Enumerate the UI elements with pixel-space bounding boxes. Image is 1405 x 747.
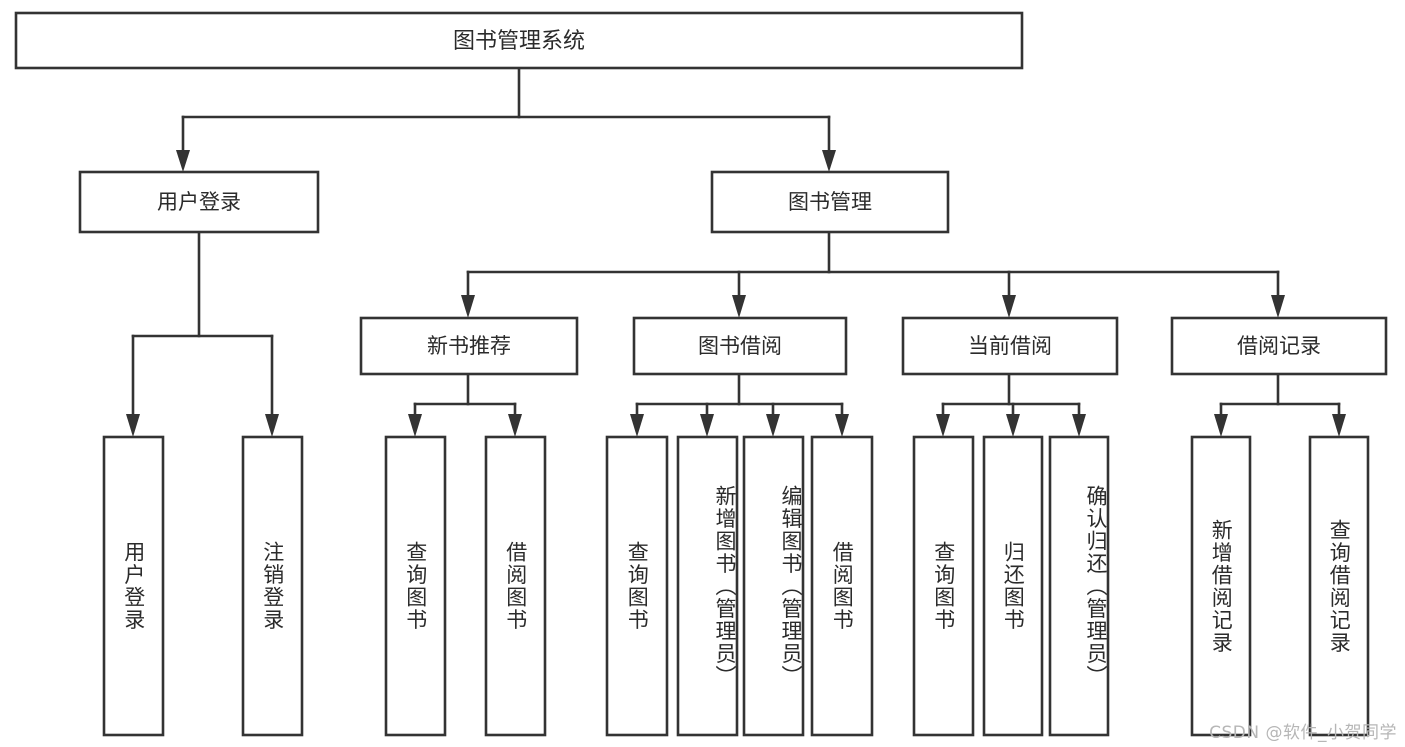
arrow-recommend-leaf-2: [508, 414, 522, 437]
nodes-layer: 图书管理系统 用户登录 图书管理 新书推荐 图书借阅: [14, 11, 1388, 737]
node-user-login[interactable]: 用户登录: [78, 170, 320, 234]
node-book-borrow-box[interactable]: [632, 316, 848, 376]
node-book-management-label: 图书管理: [788, 190, 872, 214]
arrow-to-new-book-recommend: [461, 295, 475, 318]
node-root-box[interactable]: [14, 11, 1024, 70]
arrow-to-current-borrow: [1002, 295, 1016, 318]
node-current-borrow-box[interactable]: [901, 316, 1119, 376]
node-new-book-recommend[interactable]: 新书推荐: [359, 316, 579, 376]
arrow-to-leaf-logout: [265, 414, 279, 437]
leaf-box-recommend-query-book[interactable]: [384, 435, 447, 737]
edges-layer: [126, 66, 1346, 437]
arrow-records-leaf-1: [1214, 414, 1228, 437]
arrow-current-leaf-3: [1072, 414, 1086, 437]
leaf-box-logout[interactable]: [241, 435, 304, 737]
node-borrow-records-box[interactable]: [1170, 316, 1388, 376]
node-current-borrow[interactable]: 当前借阅: [901, 316, 1119, 376]
node-book-management[interactable]: 图书管理: [710, 170, 950, 234]
arrow-to-leaf-user-login: [126, 414, 140, 437]
arrow-borrow-leaf-4: [835, 414, 849, 437]
leaf-box-recommend-borrow-book[interactable]: [484, 435, 547, 737]
arrow-borrow-leaf-1: [630, 414, 644, 437]
node-new-book-recommend-box[interactable]: [359, 316, 579, 376]
leaf-box-records-add-record[interactable]: [1190, 435, 1252, 737]
arrow-current-leaf-2: [1006, 414, 1020, 437]
leaf-box-current-confirm-return[interactable]: [1048, 435, 1110, 737]
arrow-current-leaf-1: [936, 414, 950, 437]
node-book-borrow-label: 图书借阅: [698, 334, 782, 358]
leaf-box-borrow-borrow-book[interactable]: [810, 435, 874, 737]
leaf-box-records-query-record[interactable]: [1308, 435, 1370, 737]
arrow-to-borrow-records: [1271, 295, 1285, 318]
arrow-borrow-leaf-3: [766, 414, 780, 437]
leaf-box-borrow-add-book[interactable]: [676, 435, 739, 737]
node-borrow-records-label: 借阅记录: [1237, 334, 1321, 358]
arrow-borrow-leaf-2: [700, 414, 714, 437]
arrow-to-user-login: [176, 150, 190, 172]
arrow-to-book-mgmt: [822, 150, 836, 172]
node-root-system[interactable]: 图书管理系统: [14, 11, 1024, 70]
node-root-label: 图书管理系统: [453, 29, 585, 54]
node-borrow-records[interactable]: 借阅记录: [1170, 316, 1388, 376]
leaf-box-borrow-edit-book[interactable]: [742, 435, 805, 737]
arrow-recommend-leaf-1: [408, 414, 422, 437]
node-new-book-recommend-label: 新书推荐: [427, 334, 511, 358]
leaf-box-borrow-query-book[interactable]: [605, 435, 669, 737]
node-user-login-box[interactable]: [78, 170, 320, 234]
node-current-borrow-label: 当前借阅: [968, 334, 1052, 358]
arrow-to-book-borrow: [732, 295, 746, 318]
csdn-watermark: CSDN @软件_小贺同学: [1209, 723, 1397, 743]
node-book-management-box[interactable]: [710, 170, 950, 234]
leaf-box-current-return-book[interactable]: [982, 435, 1044, 737]
leaf-box-user-login[interactable]: [102, 435, 165, 737]
node-user-login-label: 用户登录: [157, 190, 241, 214]
arrow-records-leaf-2: [1332, 414, 1346, 437]
leaf-box-current-query-book[interactable]: [912, 435, 975, 737]
node-book-borrow[interactable]: 图书借阅: [632, 316, 848, 376]
